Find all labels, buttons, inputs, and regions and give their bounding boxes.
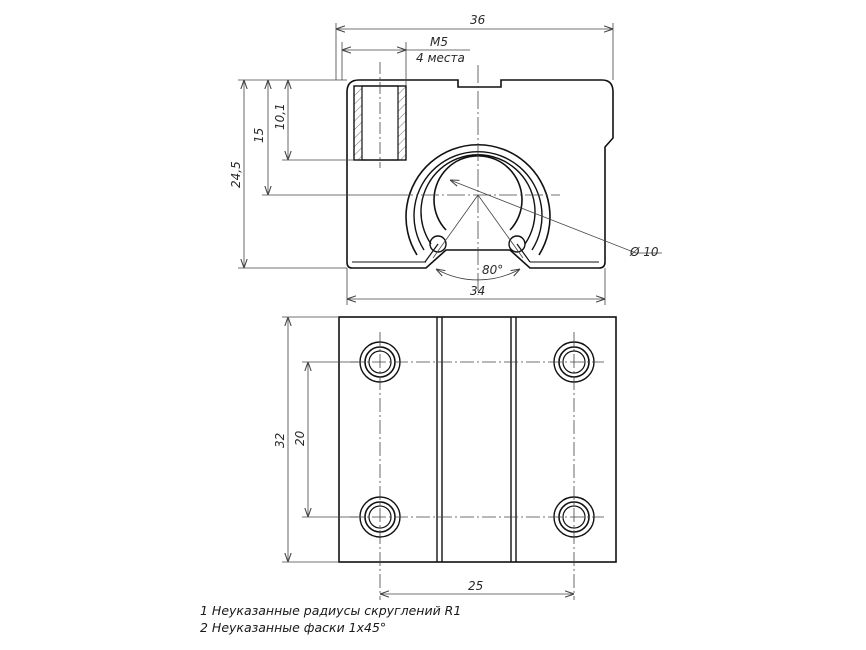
opening-angle-dim: 80° <box>482 263 503 277</box>
overall-width-dim: 36 <box>470 13 486 27</box>
drawing-note-1: 1 Неуказанные радиусы скруглений R1 <box>200 603 462 618</box>
thread-count-dim: 4 места <box>416 51 465 65</box>
top-view: 32 20 25 <box>273 316 617 600</box>
hole-pitch-y-dim: 20 <box>293 430 307 446</box>
height-dim: 24,5 <box>229 161 243 188</box>
bearing-bore <box>405 143 551 263</box>
thread-size-dim: M5 <box>430 35 448 49</box>
hole-pitch-x-dim: 25 <box>468 579 483 593</box>
thread-depth-dim: 10,1 <box>273 103 287 130</box>
front-view: Ø 10 36 M5 4 места 24,5 15 10,1 34 80° <box>229 13 662 305</box>
drawing-note-2: 2 Неуказанные фаски 1x45° <box>200 620 387 635</box>
base-width-dim: 34 <box>470 284 485 298</box>
bore-diameter-dim: Ø 10 <box>629 245 659 259</box>
bore-center-dim: 15 <box>252 128 266 143</box>
housing-outline <box>346 79 614 269</box>
top-view-outline <box>338 316 617 563</box>
length-dim: 32 <box>273 433 287 448</box>
